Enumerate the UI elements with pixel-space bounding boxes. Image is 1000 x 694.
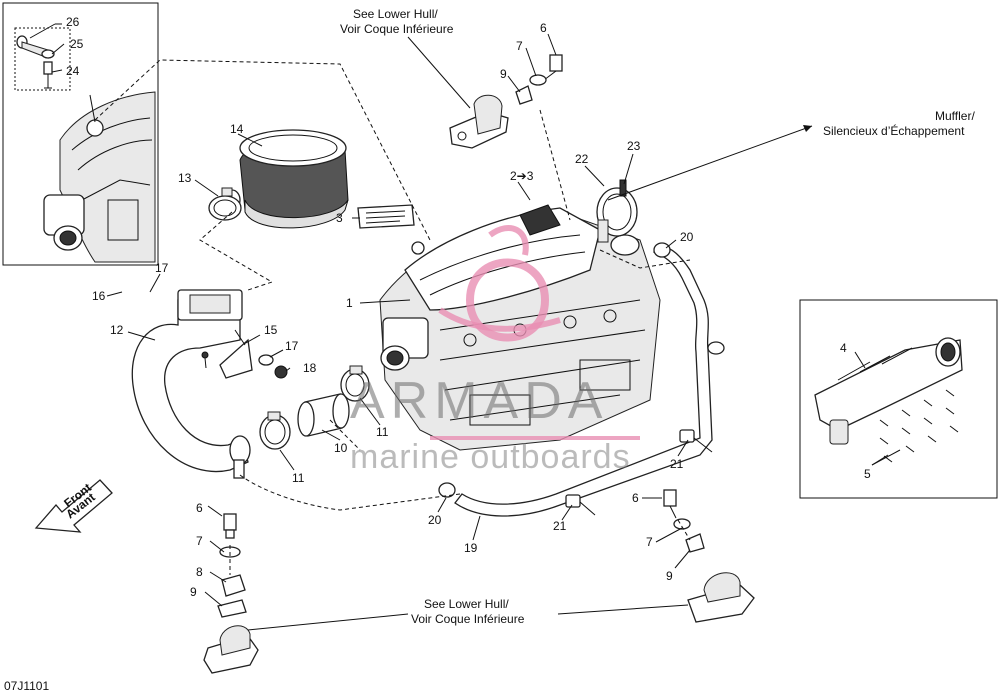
note-lower-hull-bottom-line2: Voir Coque Inférieure (411, 612, 525, 626)
callout-19: 19 (464, 541, 478, 555)
callout-20-top: 20 (680, 230, 694, 244)
callout-10: 10 (334, 441, 348, 455)
fittings-21 (565, 429, 713, 516)
callout-14: 14 (230, 122, 244, 136)
callout-17-mid: 17 (285, 339, 299, 353)
note-lower-hull-bottom-line1: See Lower Hull/ (424, 597, 509, 611)
air-filter (223, 129, 349, 229)
callout-15: 15 (264, 323, 278, 337)
callout-21-b: 21 (553, 519, 567, 533)
bracket-15 (201, 329, 288, 379)
callout-7-left: 7 (196, 534, 203, 548)
callout-26: 26 (66, 15, 80, 29)
note-muffler-line2: Silencieux d’Échappement (823, 123, 965, 138)
watermark-brand: ARMADA (350, 372, 608, 430)
engine-mount-top (449, 54, 563, 149)
callout-9-right: 9 (666, 569, 673, 583)
callout-3: 3 (336, 211, 343, 225)
callout-9-left: 9 (190, 585, 197, 599)
note-lower-hull-top-line2: Voir Coque Inférieure (340, 22, 454, 36)
callout-12: 12 (110, 323, 124, 337)
callout-5: 5 (864, 467, 871, 481)
callout-9-top: 9 (500, 67, 507, 81)
engine-mount-bottom-left (203, 513, 259, 674)
callout-6-top: 6 (540, 21, 547, 35)
callout-7-top: 7 (516, 39, 523, 53)
callout-2-to-3: 2➔3 (510, 169, 534, 183)
callout-11-b: 11 (292, 471, 305, 485)
note-muffler-line1: Muffler/ (935, 109, 975, 123)
clamp-20-lower (438, 482, 456, 498)
callout-11-a: 11 (376, 425, 389, 439)
callout-18: 18 (303, 361, 317, 375)
clamp-20-upper (653, 242, 671, 258)
callout-6-right: 6 (632, 491, 639, 505)
callout-25: 25 (70, 37, 84, 51)
engine-mount-bottom-right (663, 489, 755, 623)
note-lower-hull-top-line1: See Lower Hull/ (353, 7, 438, 21)
callout-6-left: 6 (196, 501, 203, 515)
watermark-tagline: marine outboards (350, 438, 631, 476)
callout-22: 22 (575, 152, 589, 166)
front-arrow-icon: Front Avant (34, 479, 113, 533)
callout-4: 4 (840, 341, 847, 355)
label-decal (357, 204, 415, 229)
callout-21-a: 21 (670, 457, 684, 471)
exhaust-clamp (596, 179, 638, 243)
image-code: 07J1101 (4, 679, 49, 693)
exhaust-manifold-box (799, 299, 998, 499)
intake-pipe (131, 289, 251, 479)
callout-24: 24 (66, 64, 80, 78)
callout-23: 23 (627, 139, 641, 153)
callout-1: 1 (346, 296, 353, 310)
callout-20-bottom: 20 (428, 513, 442, 527)
callout-8: 8 (196, 565, 203, 579)
clamp-13 (208, 187, 242, 221)
watermark: ARMADA marine outboards (350, 224, 640, 476)
sleeve-10-and-clamps-11 (259, 365, 370, 450)
callout-16: 16 (92, 289, 106, 303)
leader-lines (94, 33, 901, 631)
callout-17-top: 17 (155, 261, 169, 275)
callout-13: 13 (178, 171, 192, 185)
inset-detail-box: 26 25 24 (2, 2, 159, 266)
callout-7-right: 7 (646, 535, 653, 549)
